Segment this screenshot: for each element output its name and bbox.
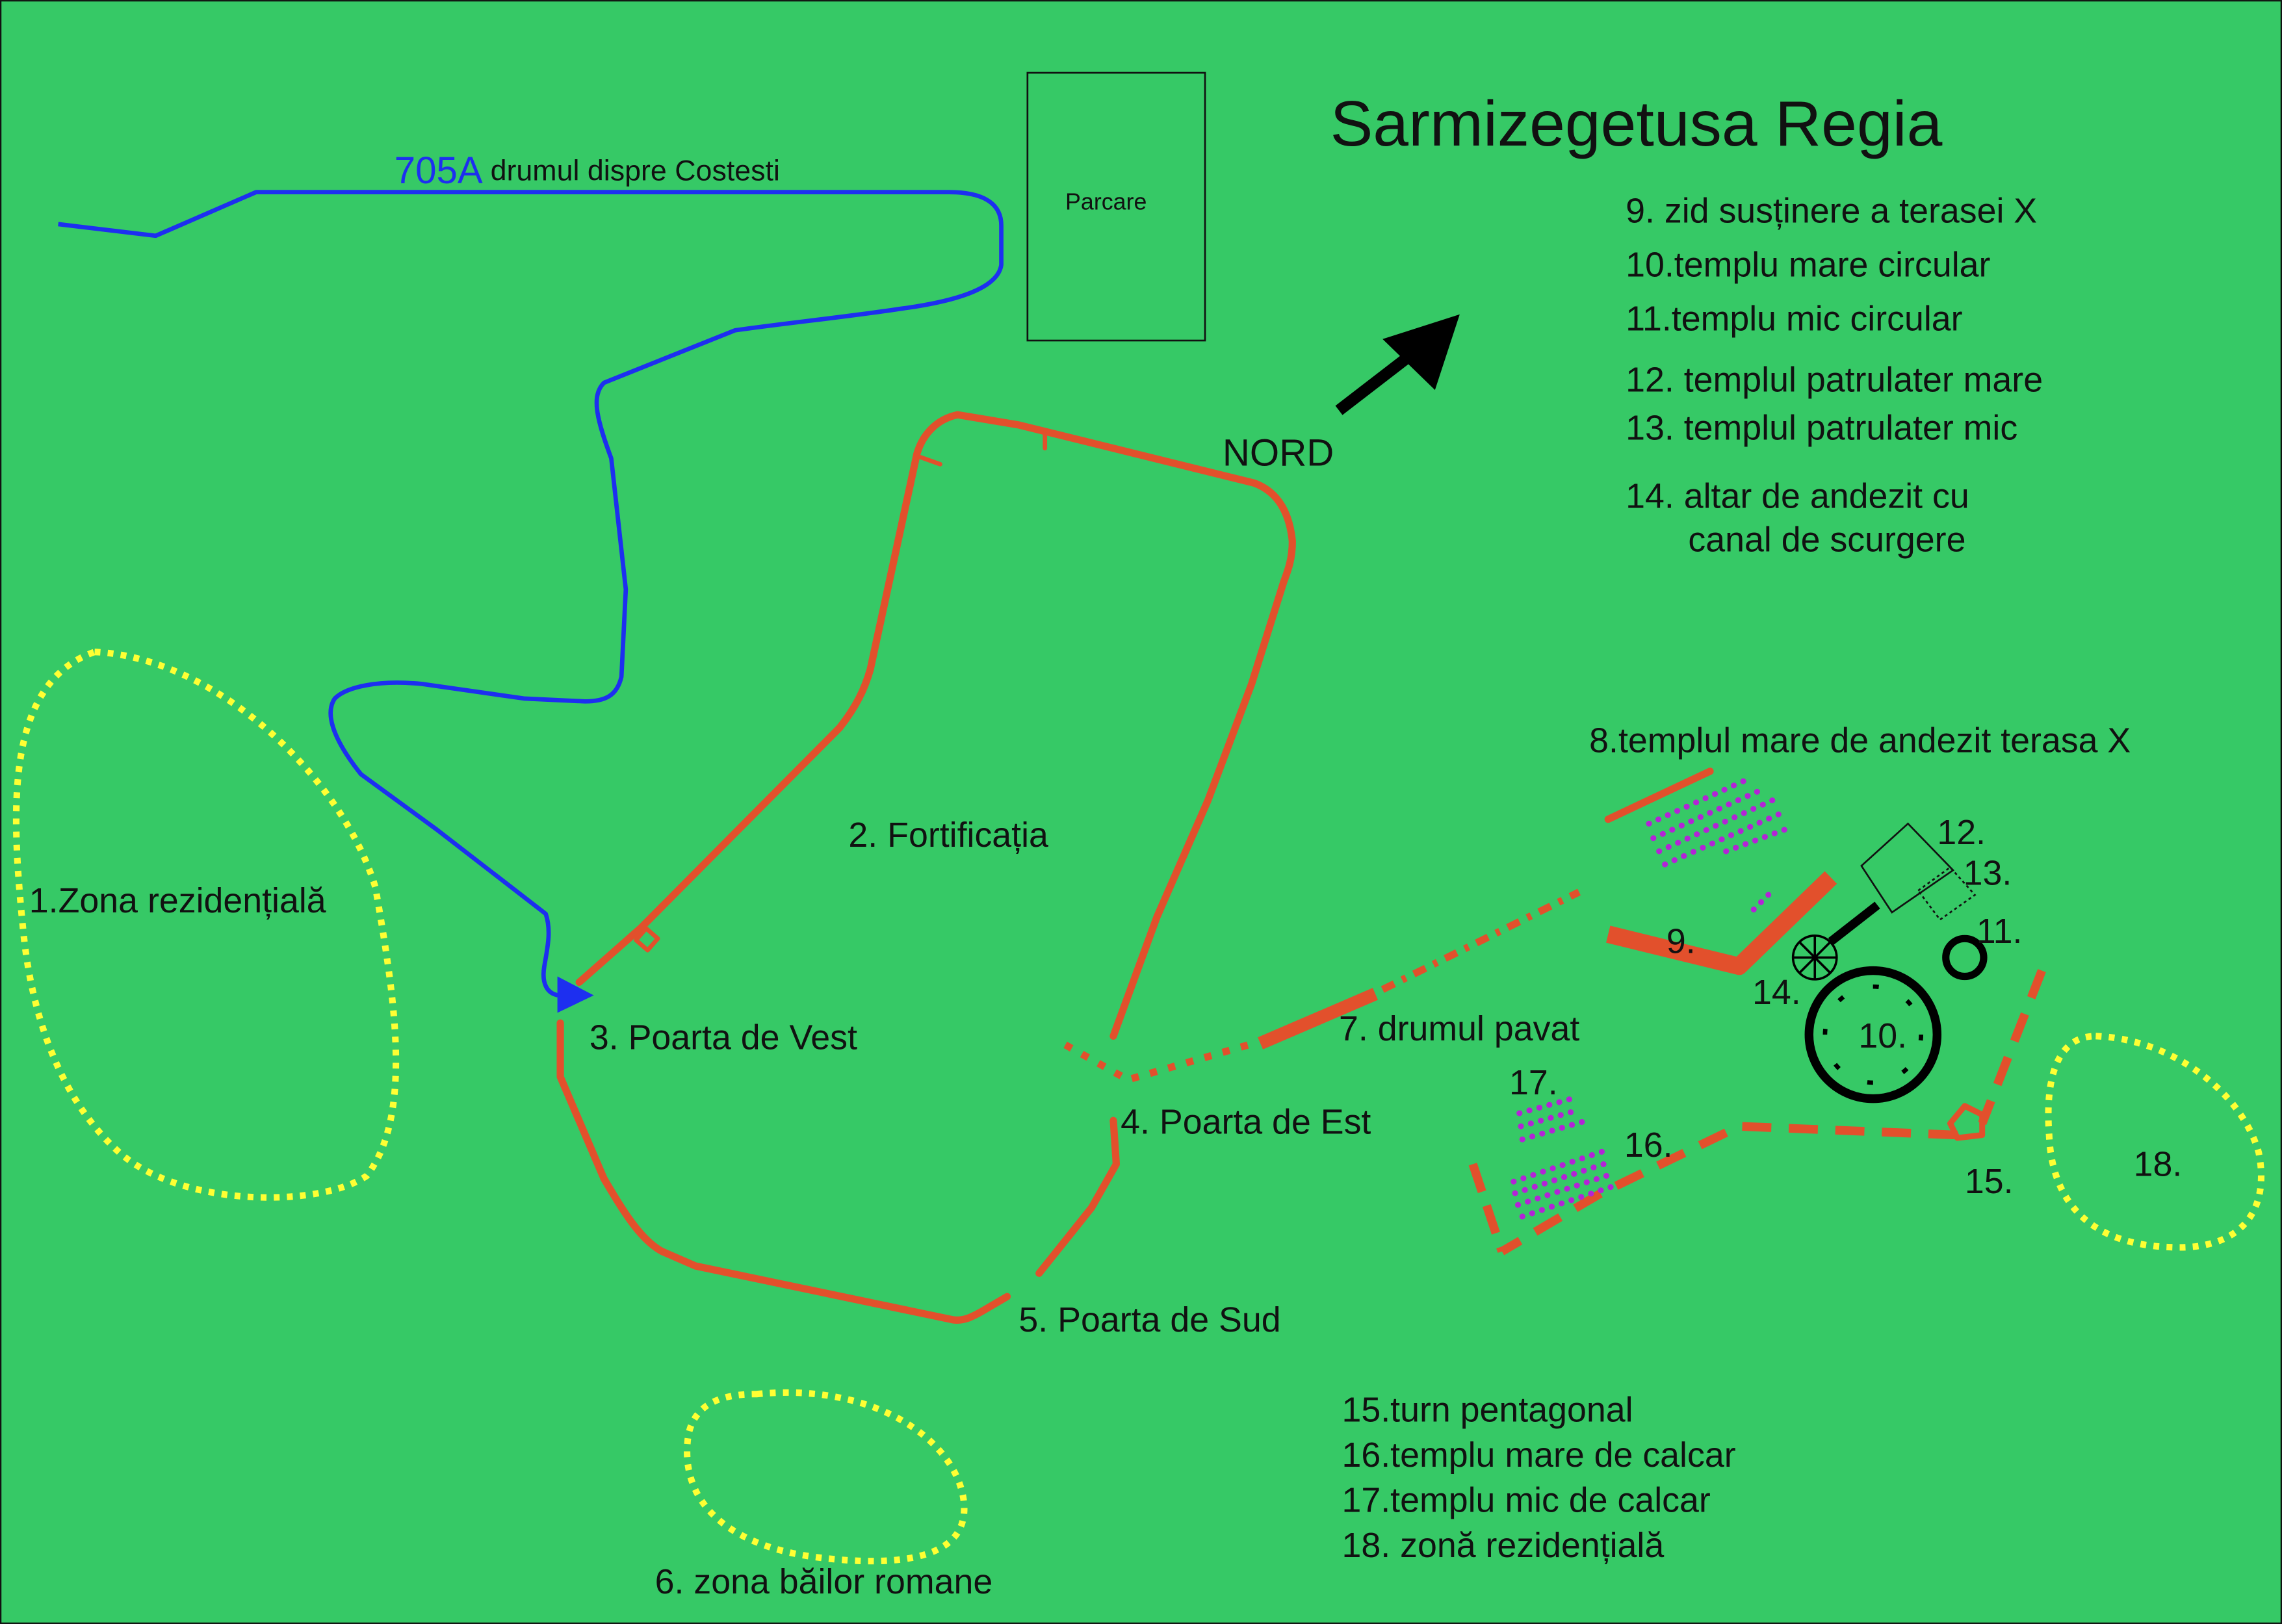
altar-drain-channel [1828, 901, 1880, 946]
terrace-wall-west-dashed [1468, 1163, 1507, 1253]
legend-top-item: 10.templu mare circular [1626, 245, 1990, 284]
road-label: drumul dispre Costesti [491, 155, 780, 187]
temple-8-wall [1604, 767, 1714, 823]
legend-bottom-item: 15.turn pentagonal [1342, 1391, 1633, 1430]
terrace-wall-east-dashed [1978, 969, 2046, 1126]
small-circular-temple-11 [1942, 934, 1988, 981]
legend-top-item: 9. zid susținere a terasei X [1626, 192, 2037, 231]
road-705a-line [58, 190, 1004, 998]
paved-road-dashed [1381, 888, 1581, 993]
legend-bottom-item: 18. zonă rezidențială [1342, 1526, 1665, 1565]
label-12: 12. [1937, 813, 1986, 852]
west-gate-tower [634, 926, 660, 953]
residential-zone-1-label: 1.Zona rezidențială [29, 881, 326, 920]
west-gate-label: 3. Poarta de Vest [590, 1018, 857, 1057]
label-14: 14. [1752, 973, 1801, 1012]
parking-area [1026, 71, 1206, 342]
andesite-altar-14 [1791, 934, 1838, 981]
pentagonal-tower-15 [1947, 1103, 1986, 1141]
legend-top-item: 13. templul patrulater mic [1626, 408, 2017, 447]
map-title: Sarmizegetusa Regia [1330, 88, 1943, 159]
temple-8-columns [1646, 775, 1796, 913]
terrace-wall-south-dashed [1499, 1122, 1958, 1256]
label-15: 15. [1965, 1162, 2014, 1201]
temple-8-label: 8.templul mare de andezit terasa X [1589, 721, 2131, 760]
quadrilateral-temple-small-13 [1917, 866, 1977, 922]
quadrilateral-temple-large-12 [1860, 822, 1955, 914]
fortification-tick [917, 454, 942, 467]
paved-road-label: 7. drumul pavat [1339, 1009, 1579, 1048]
north-arrow-shaft [1335, 352, 1412, 415]
roman-baths-zone [684, 1389, 968, 1565]
north-label: NORD [1223, 432, 1334, 474]
large-circular-temple-10 [1804, 966, 1942, 1103]
fortification-label: 2. Fortificația [848, 816, 1048, 855]
legend-top-item: 11.templu mic circular [1626, 299, 1962, 338]
south-gate-label: 5. Poarta de Sud [1018, 1300, 1280, 1339]
legend-top-item: canal de scurgere [1688, 521, 1965, 560]
legend-bottom-item: 16.templu mare de calcar [1342, 1436, 1736, 1475]
east-gate-label: 4. Poarta de Est [1121, 1102, 1371, 1141]
north-arrow-head [1382, 314, 1460, 391]
label-17: 17. [1509, 1063, 1558, 1102]
small-limestone-temple-17 [1516, 1096, 1585, 1142]
parking-label: Parcare [1065, 188, 1147, 214]
residential-zone-18-label: 18. [2134, 1144, 2183, 1183]
fortification-wall-east-lower [1035, 1116, 1121, 1277]
legend-bottom-item: 17.templu mic de calcar [1342, 1481, 1711, 1520]
fortification-wall-south [556, 1019, 1011, 1324]
label-16: 16. [1624, 1126, 1673, 1165]
fortification-wall-north [575, 411, 1296, 1040]
roman-baths-label: 6. zona băilor romane [655, 1562, 993, 1601]
label-13: 13. [1964, 853, 2012, 892]
road-arrow-head [557, 976, 594, 1013]
residential-zone-1 [12, 649, 400, 1201]
label-9: 9. [1666, 922, 1696, 961]
terrace-support-wall-9 [1606, 871, 1837, 975]
label-11: 11. [1977, 912, 2023, 951]
legend-top-item: 14. altar de andezit cu [1626, 477, 1969, 516]
paved-road-solid [1258, 988, 1378, 1050]
road-number: 705A [395, 149, 483, 192]
legend-top-item: 12. templul patrulater mare [1626, 360, 2043, 399]
large-limestone-temple-16 [1511, 1146, 1622, 1220]
paved-road-dotted [1063, 1041, 1250, 1084]
label-10: 10. [1858, 1016, 1907, 1055]
